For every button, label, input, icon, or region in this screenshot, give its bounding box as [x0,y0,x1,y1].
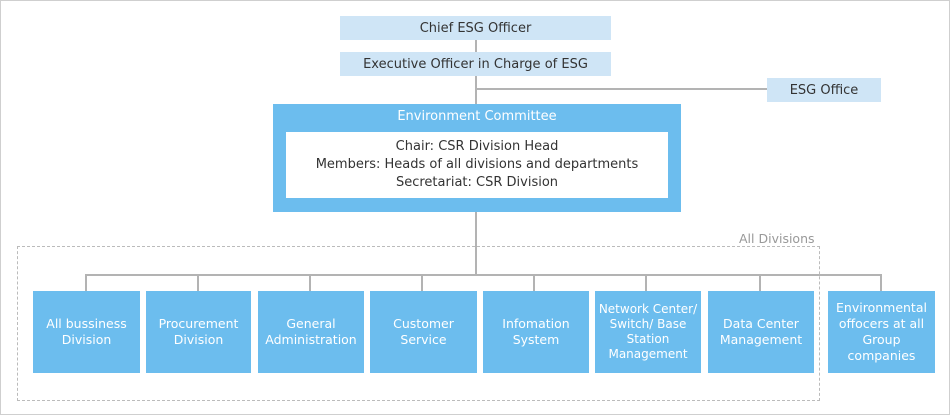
division-box: Infomation System [483,291,589,373]
connector-drop-1 [85,274,87,291]
all-divisions-label: All Divisions [737,231,817,246]
connector-drop-2 [197,274,199,291]
division-box: Network Center/ Switch/ Base Station Man… [595,291,701,373]
committee-title: Environment Committee [397,109,557,124]
connector-esg-office [476,88,767,90]
all-divisions-group [17,246,820,401]
committee-secretariat: Secretariat: CSR Division [395,175,559,190]
committee-chair: Chair: CSR Division Head [395,139,559,154]
connector-drop-8 [880,274,882,291]
connector-drop-6 [645,274,647,291]
environment-committee-box: Environment Committee Chair: CSR Divisio… [273,104,681,212]
connector-drop-4 [421,274,423,291]
connector-drop-5 [533,274,535,291]
connector-chief-exec [475,40,477,52]
division-box: All bussiness Division [33,291,140,373]
division-box: General Administration [258,291,364,373]
committee-members: Members: Heads of all divisions and depa… [315,157,639,172]
division-box: Procurement Division [146,291,251,373]
executive-officer-box: Executive Officer in Charge of ESG [340,52,611,76]
chief-esg-officer-box: Chief ESG Officer [340,16,611,40]
committee-details: Chair: CSR Division Head Members: Heads … [286,132,668,198]
connector-exec-committee [475,76,477,104]
connector-drop-7 [759,274,761,291]
connector-drop-3 [309,274,311,291]
esg-office-box: ESG Office [767,78,881,102]
group-companies-box: Environmental offocers at all Group comp… [828,291,935,373]
connector-horizontal-bus [85,274,882,276]
connector-committee-down [475,212,477,275]
division-box: Customer Service [370,291,477,373]
division-box: Data Center Management [708,291,814,373]
